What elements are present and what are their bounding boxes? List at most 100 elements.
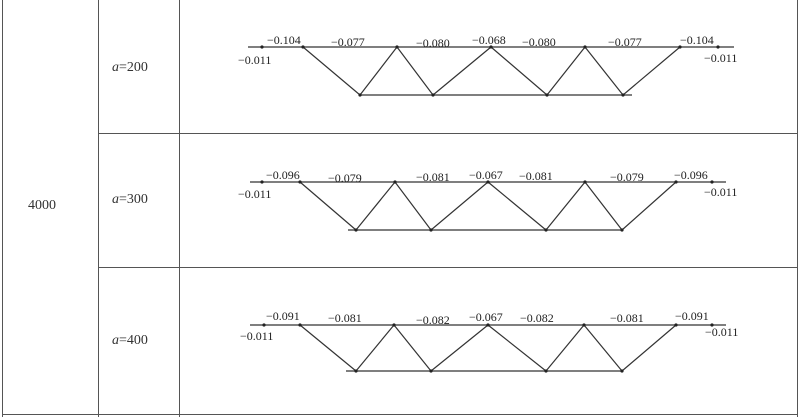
node-point: [544, 228, 548, 232]
web-member: [430, 181, 489, 231]
web-member: [430, 324, 489, 372]
end-moment-right: −0.011: [704, 185, 737, 199]
node-point: [678, 45, 682, 49]
node-point: [429, 369, 433, 373]
moment-label: −0.082: [416, 313, 450, 327]
web-member: [622, 46, 681, 96]
moment-label: −0.082: [520, 311, 554, 325]
moment-label: −0.104: [680, 33, 714, 47]
web-member: [396, 46, 434, 96]
param-value: =300: [119, 192, 148, 207]
param-value: =400: [119, 333, 148, 348]
param-label-row-1: a=200: [112, 60, 148, 76]
web-member: [621, 324, 677, 372]
web-member: [583, 324, 623, 372]
node-point: [301, 45, 305, 49]
node-point: [674, 180, 678, 184]
web-member: [545, 181, 586, 231]
node-point: [710, 180, 714, 184]
node-point: [489, 45, 493, 49]
param-label-row-2: a=300: [112, 192, 148, 208]
node-point: [674, 323, 678, 327]
moment-label: −0.077: [608, 35, 642, 49]
moment-label: −0.104: [267, 33, 301, 47]
row-divider-2: [98, 267, 798, 268]
moment-label: −0.080: [416, 36, 450, 50]
node-point: [354, 228, 358, 232]
web-member: [545, 324, 585, 372]
node-point: [620, 228, 624, 232]
moment-label: −0.079: [328, 171, 362, 185]
node-point: [544, 369, 548, 373]
node-point: [583, 180, 587, 184]
end-moment-right: −0.011: [705, 325, 738, 339]
moment-label: −0.077: [331, 35, 365, 49]
param-variable: a: [112, 333, 119, 348]
param-variable: a: [112, 192, 119, 207]
node-point: [298, 180, 302, 184]
web-member: [584, 46, 624, 96]
truss-diagram-row-3: −0.011 −0.091 −0.081 −0.082 −0.067 −0.08…: [240, 309, 738, 373]
truss-diagram-row-1: −0.011 −0.104 −0.077 −0.080 −0.068 −0.08…: [238, 33, 737, 97]
web-member: [621, 181, 677, 231]
web-member: [487, 324, 547, 372]
node-point: [486, 323, 490, 327]
end-moment-left: −0.011: [238, 187, 271, 201]
web-member: [394, 181, 432, 231]
web-member: [487, 181, 547, 231]
table-border-right: [797, 0, 798, 417]
node-point: [620, 369, 624, 373]
moment-label: −0.081: [416, 170, 450, 184]
web-member: [546, 46, 586, 96]
web-member: [299, 324, 357, 372]
node-point: [358, 93, 362, 97]
end-moment-right: −0.011: [704, 51, 737, 65]
web-member: [393, 324, 432, 372]
node-point: [298, 323, 302, 327]
moment-label: −0.068: [472, 33, 506, 47]
moment-label: −0.091: [266, 309, 300, 323]
node-point: [395, 45, 399, 49]
node-point: [429, 228, 433, 232]
web-member: [432, 46, 492, 96]
web-member: [302, 46, 361, 96]
node-point: [393, 180, 397, 184]
end-moment-left: −0.011: [240, 329, 273, 343]
web-member: [584, 181, 623, 231]
node-point: [260, 180, 264, 184]
node-point: [262, 323, 266, 327]
param-label-row-3: a=400: [112, 333, 148, 349]
moment-label: −0.079: [610, 170, 644, 184]
node-point: [583, 45, 587, 49]
table-border-bottom: [2, 414, 798, 415]
node-point: [392, 323, 396, 327]
param-value: =200: [119, 60, 148, 75]
node-point: [431, 93, 435, 97]
node-point: [354, 369, 358, 373]
moment-label: −0.080: [522, 35, 556, 49]
moment-label: −0.067: [469, 168, 503, 182]
end-moment-left: −0.011: [238, 53, 271, 67]
node-point: [486, 180, 490, 184]
node-point: [710, 323, 714, 327]
web-member: [359, 46, 398, 96]
web-member: [355, 181, 396, 231]
web-member: [490, 46, 548, 96]
span-value: 4000: [28, 198, 56, 213]
node-point: [545, 93, 549, 97]
moment-label: −0.081: [610, 311, 644, 325]
node-point: [716, 45, 720, 49]
node-point: [582, 323, 586, 327]
node-point: [260, 45, 264, 49]
moment-label: −0.096: [266, 168, 300, 182]
table-border-left: [2, 0, 3, 417]
param-variable: a: [112, 60, 119, 75]
web-member: [355, 324, 395, 372]
node-point: [621, 93, 625, 97]
column-divider-1: [98, 0, 99, 417]
moment-label: −0.081: [519, 169, 553, 183]
web-member: [299, 181, 357, 231]
row-divider-1: [98, 133, 798, 134]
moment-label: −0.091: [675, 309, 709, 323]
